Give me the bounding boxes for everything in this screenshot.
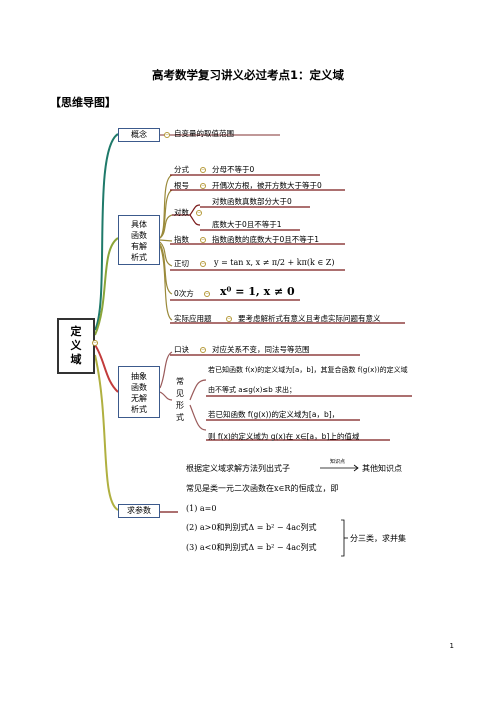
- log-text-1: 对数函数真数部分大于0: [212, 197, 292, 206]
- common-form-text-4: 则 f(x)的定义域为 g(x)在 x∈[a，b]上的值域: [208, 432, 360, 441]
- abstract-line-3: 无解: [131, 394, 147, 403]
- concept-text: 自变量的取值范围: [174, 129, 234, 138]
- collapse-toggle-icon: −: [92, 340, 98, 346]
- root-char-1: 定: [70, 325, 82, 339]
- rule-label: 口诀: [174, 345, 189, 354]
- concept-node: 概念: [118, 128, 160, 142]
- collapse-toggle-icon: −: [200, 237, 206, 243]
- param-case-1: (1) a=0: [186, 504, 217, 513]
- common-form-text-1: 若已知函数 f(x)的定义域为[a，b]，其复合函数 f(g(x))的定义域: [208, 366, 408, 374]
- zero-power-formula: x⁰ = 1, x ≠ 0: [220, 285, 295, 298]
- radical-label: 根号: [174, 181, 189, 190]
- tangent-formula: y = tan x, x ≠ π/2 + kπ(k ∈ Z): [214, 258, 335, 267]
- collapse-toggle-icon: −: [200, 183, 206, 189]
- fraction-text: 分母不等于0: [212, 165, 255, 174]
- collapse-toggle-icon: −: [200, 347, 206, 353]
- root-char-3: 域: [70, 352, 82, 366]
- param-node: 求参数: [118, 504, 160, 518]
- specific-line-2: 函数: [131, 231, 147, 240]
- collapse-toggle-icon: −: [164, 132, 170, 138]
- param-conclusion: 分三类，求并集: [350, 534, 406, 543]
- collapse-toggle-icon: −: [200, 167, 206, 173]
- common-form-text-2: 由不等式 a≤g(x)≤b 求出；: [208, 386, 296, 394]
- root-node: 定 义 域: [57, 318, 95, 374]
- common-forms-label: 常 见 形 式: [176, 376, 186, 424]
- collapse-toggle-icon: −: [196, 210, 202, 216]
- param-case-3: (3) a<0和判别式Δ = b² − 4ac列式: [186, 543, 317, 552]
- section-heading: 【思维导图】: [50, 96, 116, 109]
- log-label: 对数: [174, 208, 189, 217]
- log-text-2: 底数大于0且不等于1: [212, 220, 282, 229]
- fraction-label: 分式: [174, 165, 189, 174]
- radical-text: 开偶次方根，被开方数大于等于0: [212, 181, 322, 190]
- common-line-4: 式: [176, 413, 184, 422]
- concept-label: 概念: [131, 130, 147, 139]
- page-title: 高考数学复习讲义必过考点1：定义域: [152, 68, 344, 82]
- specific-function-node: 具体 函数 有解 析式: [118, 215, 160, 265]
- abstract-function-node: 抽象 函数 无解 析式: [118, 366, 160, 418]
- exponent-text: 指数函数的底数大于0且不等于1: [212, 235, 320, 244]
- collapse-toggle-icon: −: [226, 316, 232, 322]
- specific-line-3: 有解: [131, 242, 147, 251]
- common-form-text-3: 若已知函数 f(g(x))的定义域为[a，b]，: [208, 410, 340, 419]
- rule-text: 对应关系不变，同法号等范围: [212, 345, 310, 354]
- practical-label: 实际应用题: [174, 314, 212, 323]
- param-line-2: 常见是类一元二次函数在x∈R的恒成立，即: [186, 484, 339, 493]
- param-line-1a: 根据定义域求解方法列出式子: [186, 464, 290, 473]
- param-label: 求参数: [127, 506, 151, 515]
- specific-line-1: 具体: [131, 220, 147, 229]
- page-number: 1: [449, 642, 454, 650]
- practical-text: 要考虑解析式有意义且考虑实际问题有意义: [238, 314, 381, 323]
- abstract-line-2: 函数: [131, 383, 147, 392]
- common-line-3: 形: [176, 401, 184, 410]
- specific-line-4: 析式: [131, 253, 147, 262]
- param-case-2: (2) a>0和判别式Δ = b² − 4ac列式: [186, 523, 317, 532]
- param-arrow-label: 知识点: [330, 459, 346, 465]
- tangent-label: 正切: [174, 259, 189, 268]
- common-line-1: 常: [176, 377, 184, 386]
- root-char-2: 义: [70, 339, 82, 353]
- collapse-toggle-icon: −: [200, 261, 206, 267]
- collapse-toggle-icon: −: [204, 291, 210, 297]
- abstract-line-4: 析式: [131, 405, 147, 414]
- abstract-line-1: 抽象: [131, 372, 147, 381]
- param-line-1b: 其他知识点: [362, 464, 402, 473]
- zero-power-label: 0次方: [174, 289, 194, 298]
- common-line-2: 见: [176, 389, 184, 398]
- exponent-label: 指数: [174, 235, 189, 244]
